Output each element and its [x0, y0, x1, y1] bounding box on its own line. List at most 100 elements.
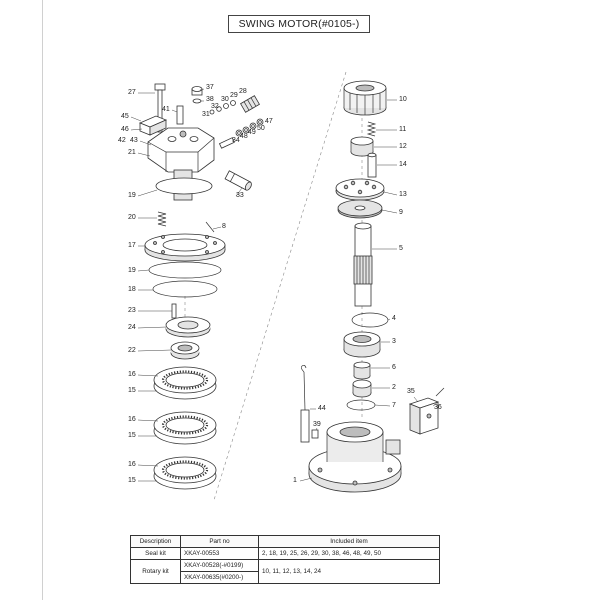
callout-1: 1 [293, 477, 297, 484]
guide-line [213, 71, 347, 501]
header-part-no: Part no [180, 535, 259, 548]
seal-kit-included-items: 2, 18, 19, 25, 26, 29, 30, 38, 46, 48, 4… [258, 547, 440, 560]
header-included-item: Included item [258, 535, 440, 548]
callout-20: 20 [128, 214, 136, 221]
callout-39: 39 [313, 421, 321, 428]
callout-11: 11 [399, 126, 407, 133]
callout-35: 35 [407, 388, 415, 395]
part-36-bolt [435, 387, 445, 397]
part-5-shaft [353, 222, 373, 307]
part-19-oring-lower [148, 261, 222, 279]
part-2-bearing [352, 379, 372, 398]
callout-16-b: 16 [128, 416, 136, 423]
right-leader-lines [299, 99, 439, 482]
table-row: Rotary kit XKAY-00528(-#0199) 10, 11, 12… [130, 559, 440, 584]
kit-table: Description Part no Included item Seal k… [130, 535, 440, 584]
parts-16-15-discs-set-2 [153, 411, 217, 445]
callout-13: 13 [399, 191, 407, 198]
rotary-kit-description: Rotary kit [130, 559, 181, 584]
callout-49: 49 [248, 129, 256, 136]
parts-16-15-discs-set-1 [153, 366, 217, 400]
callout-45: 45 [121, 113, 129, 120]
callout-16-c: 16 [128, 461, 136, 468]
rotary-kit-included-items: 10, 11, 12, 13, 14, 24 [258, 559, 440, 584]
part-11-spring [366, 121, 377, 137]
callout-14: 14 [399, 161, 407, 168]
part-3-bearing [343, 331, 381, 358]
callout-19-lower: 19 [128, 267, 136, 274]
part-33-relief-valve [224, 170, 252, 191]
callout-4: 4 [392, 315, 396, 322]
part-38-oring [192, 98, 202, 104]
callout-27: 27 [128, 89, 136, 96]
part-14-pin [367, 152, 377, 178]
callout-3: 3 [392, 338, 396, 345]
parts-16-15-discs-set-3 [153, 456, 217, 490]
callout-30: 30 [221, 96, 229, 103]
part-12-retainer [350, 136, 374, 157]
callout-2: 2 [392, 384, 396, 391]
part-37-plug [191, 86, 203, 96]
callout-24: 24 [128, 324, 136, 331]
part-21-valve-block [147, 127, 215, 173]
part-24-ring [165, 316, 211, 338]
callout-43: 43 [130, 137, 138, 144]
table-row: XKAY-00635(#0200-) [131, 571, 440, 584]
part-17-plate [144, 233, 226, 262]
part-44-pin [300, 364, 310, 443]
page-edge-line [42, 0, 43, 600]
part-39-bolt [311, 429, 319, 439]
parts-28-32-small-items [209, 95, 260, 115]
callout-41: 41 [162, 106, 170, 113]
callout-34: 34 [232, 137, 240, 144]
part-45-46-block [138, 115, 168, 136]
rotary-kit-part-no-1: XKAY-00528(-#0199) [180, 559, 259, 572]
callout-22: 22 [128, 347, 136, 354]
callout-17: 17 [128, 242, 136, 249]
part-6-collar [353, 361, 371, 380]
part-18-oring [152, 280, 218, 298]
parts-47-50-seals [235, 118, 264, 137]
callout-16-a: 16 [128, 371, 136, 378]
callout-15-c: 15 [128, 477, 136, 484]
part-13-plate [335, 178, 385, 201]
callout-47: 47 [265, 118, 273, 125]
callout-32: 32 [211, 103, 219, 110]
seal-kit-part-no: XKAY-00553 [180, 547, 259, 560]
callout-48: 48 [240, 133, 248, 140]
diagram-title: SWING MOTOR(#0105-) [228, 15, 370, 33]
part-22-bearing [170, 341, 200, 360]
seal-kit-description: Seal kit [130, 547, 181, 560]
callout-19-upper: 19 [128, 192, 136, 199]
part-1-housing [308, 421, 402, 493]
callout-33: 33 [236, 192, 244, 199]
callout-38: 38 [206, 96, 214, 103]
left-leader-lines [130, 88, 243, 482]
part-19-oring-upper [155, 177, 213, 195]
part-10-gear-block [343, 80, 387, 116]
header-description: Description [130, 535, 181, 548]
part-9-plate [337, 199, 383, 219]
part-35-block [408, 397, 440, 435]
callout-15-a: 15 [128, 387, 136, 394]
callout-8: 8 [222, 223, 226, 230]
callout-10: 10 [399, 96, 407, 103]
callout-37: 37 [206, 84, 214, 91]
callout-5: 5 [399, 245, 403, 252]
part-34-bolt [218, 137, 235, 149]
callout-42: 42 [118, 137, 126, 144]
callout-29: 29 [230, 92, 238, 99]
callout-18: 18 [128, 286, 136, 293]
callout-15-b: 15 [128, 432, 136, 439]
table-row: Seal kit XKAY-00553 2, 18, 19, 25, 26, 2… [130, 547, 440, 560]
callout-28: 28 [239, 88, 247, 95]
part-7-snap-ring [346, 399, 376, 411]
callout-31: 31 [202, 111, 210, 118]
callout-36: 36 [434, 404, 442, 411]
callout-9: 9 [399, 209, 403, 216]
part-23-pin [171, 303, 177, 319]
callout-44: 44 [318, 405, 326, 412]
rotary-kit-part-no-2: XKAY-00635(#0200-) [180, 571, 259, 584]
part-20-spring [157, 211, 167, 227]
